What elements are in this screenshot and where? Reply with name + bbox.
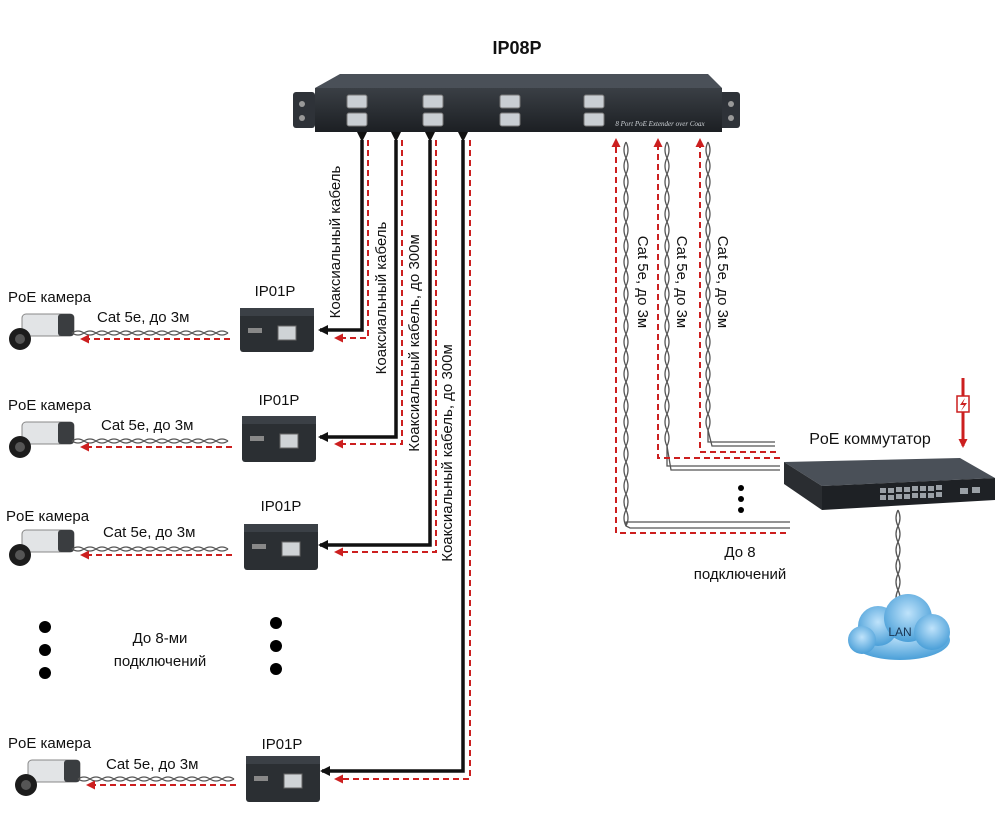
cloud-label: LAN [888,625,911,639]
cat5-cables-right [611,138,790,534]
switch-label: PoE коммутатор [809,431,931,448]
uplink-cable [895,509,901,607]
extender-label-2: IP01P [259,392,300,409]
rack-extender-ip08p: 8 Port PoE Extender over Coax [293,74,740,132]
camera-label-3: PoE камера [6,508,90,525]
cat5-vertical-label-2: Cat 5e, до 3м [673,236,690,328]
cat5-vertical-label-1: Cat 5e, до 3м [634,236,651,328]
extender-ip01p-2 [242,416,316,462]
poe-switch [784,458,995,510]
diagram-title: IP08P [492,38,541,58]
short-cable-label-2: Cat 5e, до 3м [101,417,193,434]
extender-ip01p-4 [246,756,320,802]
extender-label-1: IP01P [255,283,296,300]
camera-label-2: PoE камера [8,397,92,414]
lan-cloud-icon: LAN [848,594,950,660]
camera-label-4: PoE камера [8,735,92,752]
extender-label-4: IP01P [262,736,303,753]
coax-label-3: Коаксиальный кабель, до 300м [406,234,423,452]
extender-ip01p-1 [240,308,314,352]
power-input [956,378,970,448]
more-connections-left: До 8-ми подключений [39,617,282,679]
camera-icon [9,313,75,350]
extender-ip01p-3 [244,524,318,570]
camera-row-3: PoE камера Cat 5e, до 3м IP01P [6,498,318,570]
camera-label-1: PoE камера [8,289,92,306]
camera-icon [9,529,75,566]
more-connections-right: До 8 подключений [694,485,787,583]
left-more-label-line2: подключений [114,653,207,670]
camera-icon [9,421,75,458]
coax-cables [318,132,471,784]
short-cable-label-1: Cat 5e, до 3м [97,309,189,326]
bnc-ports [346,94,605,127]
lightning-icon [960,398,967,411]
coax-label-4: Коаксиальный кабель, до 300м [439,344,456,562]
extender-label-3: IP01P [261,498,302,515]
camera-row-1: PoE камера Cat 5e, до 3м IP01P [8,283,314,352]
rack-panel-text: 8 Port PoE Extender over Coax [615,120,705,128]
right-more-label-line2: подключений [694,566,787,583]
right-more-label-line1: До 8 [724,544,755,561]
camera-icon [15,759,81,796]
short-cable-label-3: Cat 5e, до 3м [103,524,195,541]
camera-row-2: PoE камера Cat 5e, до 3м IP01P [8,392,316,462]
left-more-label-line1: До 8-ми [133,630,188,647]
cat5-vertical-label-3: Cat 5e, до 3м [714,236,731,328]
coax-label-1: Коаксиальный кабель [327,166,344,319]
camera-row-4: PoE камера Cat 5e, до 3м IP01P [8,735,320,802]
short-cable-label-4: Cat 5e, до 3м [106,756,198,773]
coax-label-2: Коаксиальный кабель [373,222,390,375]
